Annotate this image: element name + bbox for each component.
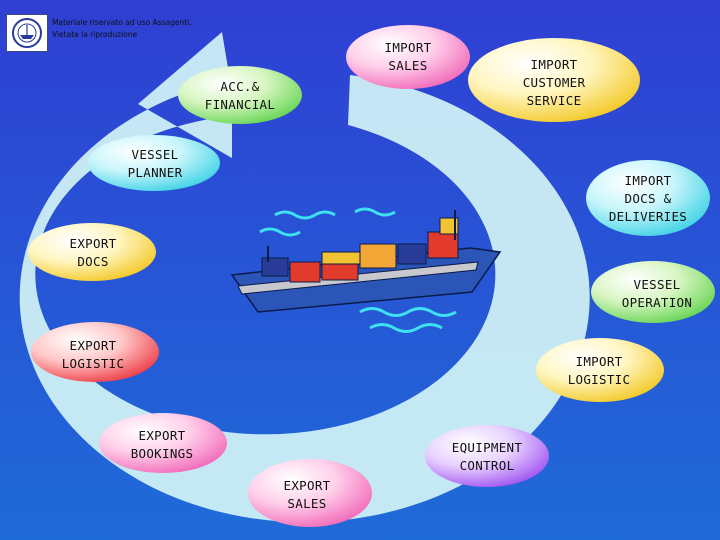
bubble-import-sales	[346, 25, 470, 89]
copyright-notice: Materiale riservato ad uso Assagenti. Vi…	[52, 18, 192, 39]
bubble-export-bookings	[99, 413, 227, 473]
label-import-sales: IMPORT SALES	[384, 40, 432, 73]
bubble-export-docs	[28, 223, 156, 281]
label-vessel-operation: VESSEL OPERATION	[621, 277, 693, 310]
label-equipment-control: EQUIPMENT CONTROL	[451, 440, 523, 473]
cycle-ring	[19, 32, 590, 523]
bubble-acc-financial	[178, 66, 302, 124]
label-import-logistic: IMPORT LOGISTIC	[567, 354, 631, 387]
bubble-export-logistic	[31, 322, 159, 382]
bubble-vessel-planner	[88, 135, 220, 191]
bubble-import-customer-service	[468, 38, 640, 122]
label-export-bookings: EXPORT BOOKINGS	[130, 428, 194, 461]
bubble-export-sales	[248, 459, 372, 527]
label-export-logistic: EXPORT LOGISTIC	[61, 338, 125, 371]
label-acc-financial: ACC.& FINANCIAL	[204, 79, 276, 112]
label-import-customer-service: IMPORT CUSTOMER SERVICE	[522, 57, 586, 108]
label-export-sales: EXPORT SALES	[283, 478, 331, 511]
bubble-equipment-control	[425, 425, 549, 487]
label-import-docs-deliveries: IMPORT DOCS & DELIVERIES	[608, 173, 688, 224]
wave-lines	[259, 207, 457, 333]
label-export-docs: EXPORT DOCS	[69, 236, 117, 269]
bubble-vessel-operation	[591, 261, 715, 323]
bubble-import-docs-deliveries	[586, 160, 710, 236]
label-vessel-planner: VESSEL PLANNER	[127, 147, 183, 180]
container-ship-icon	[230, 210, 502, 313]
bubble-import-logistic	[536, 338, 664, 402]
association-seal-icon	[6, 14, 48, 52]
